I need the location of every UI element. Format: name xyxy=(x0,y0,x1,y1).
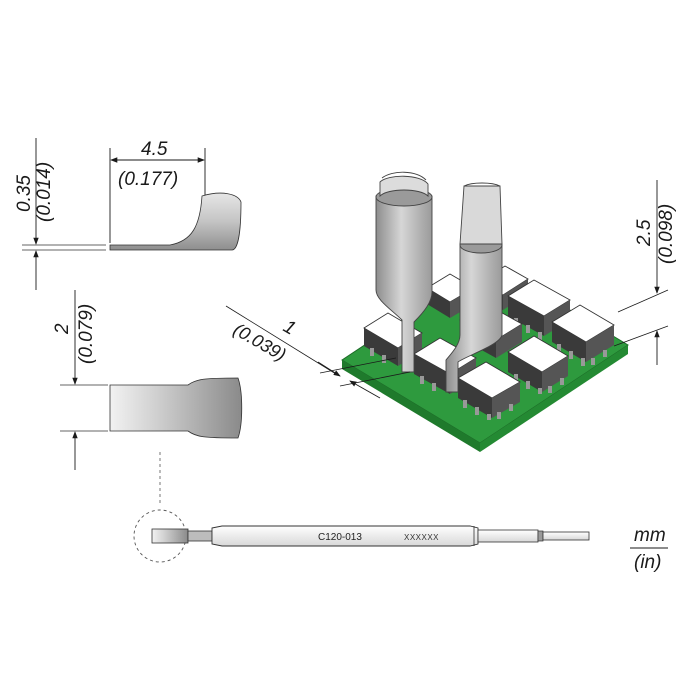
units-metric: mm xyxy=(634,525,666,546)
chip xyxy=(457,361,521,420)
gap-arrow-1 xyxy=(317,361,341,377)
length-in-label: (0.177) xyxy=(118,169,178,190)
units-legend: mm (in) xyxy=(630,525,668,573)
tool-part-number: C120-013 xyxy=(318,532,362,543)
gap-mm-label: 1 xyxy=(280,316,300,339)
soldering-tip-left xyxy=(375,171,433,373)
height-in-label: (0.098) xyxy=(656,204,677,264)
gap-in-label: (0.039) xyxy=(230,319,289,365)
pcb-assembly: 1 (0.039) 2.5 (0.098) xyxy=(225,171,677,452)
top-view: 0.35 (0.014) 4.5 (0.177) xyxy=(14,138,242,290)
tool-code: XXXXXX xyxy=(404,533,439,542)
chip xyxy=(507,279,571,340)
soldering-tip-right xyxy=(445,182,503,393)
side-view: 2 (0.079) xyxy=(52,290,243,505)
thickness-in-label: (0.014) xyxy=(34,162,55,222)
width-mm-label: 2 xyxy=(52,323,73,335)
tool-overview: C120-013 XXXXXX xyxy=(133,509,590,563)
chip xyxy=(507,335,569,394)
chip xyxy=(551,304,615,366)
length-mm-label: 4.5 xyxy=(141,139,168,160)
height-mm-label: 2.5 xyxy=(634,219,655,247)
tip-profile-top xyxy=(109,192,242,251)
units-imperial: (in) xyxy=(634,552,661,573)
gap-arrow-2 xyxy=(349,380,381,399)
tip-profile-side xyxy=(109,377,243,439)
width-in-label: (0.079) xyxy=(76,304,97,364)
thickness-mm-label: 0.35 xyxy=(14,175,35,212)
